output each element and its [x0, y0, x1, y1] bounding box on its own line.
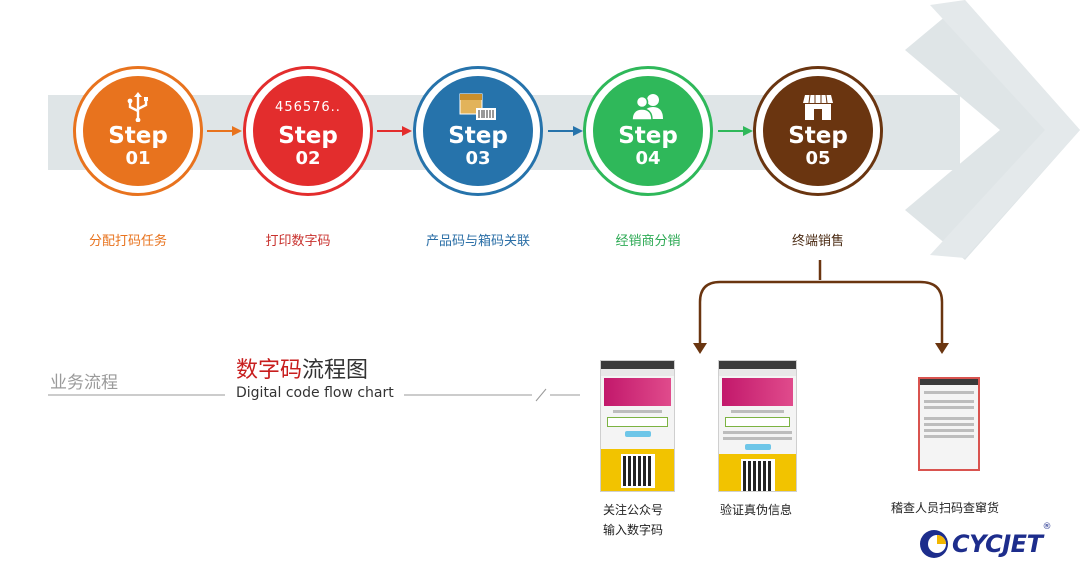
section-category: 业务流程	[50, 373, 118, 393]
caption-follow: 关注公众号 输入数字码	[603, 500, 663, 540]
section-subtitle: Digital code flow chart	[236, 385, 394, 401]
branch-arrowhead-right	[935, 343, 949, 354]
step-03-circle: Step 03	[413, 66, 543, 196]
step-01-circle: Step 01	[73, 66, 203, 196]
step-03-number: 03	[465, 148, 491, 169]
step-03-word: Step	[448, 123, 508, 149]
step-02-number: 02	[295, 148, 321, 169]
divider-slash	[535, 388, 547, 402]
storefront-icon	[802, 90, 834, 124]
step-02-label: 打印数字码	[265, 234, 331, 249]
step-04-word: Step	[618, 123, 678, 149]
connector-1-2	[207, 126, 242, 136]
step-05-label: 终端销售	[791, 234, 844, 249]
step-01-word: Step	[108, 123, 168, 149]
caption-follow-line2: 输入数字码	[603, 523, 664, 537]
section-title-highlight: 数字码	[236, 358, 303, 383]
usb-icon	[126, 90, 150, 124]
users-icon	[631, 90, 665, 124]
connector-2-3	[377, 126, 412, 136]
chevron-right-edge	[930, 0, 1080, 258]
step-04-label: 经销商分销	[615, 234, 681, 249]
section-title-rest: 流程图	[302, 358, 369, 383]
connector-3-4	[548, 126, 583, 136]
brand-registered-mark: ®	[1042, 522, 1052, 532]
step-02-word: Step	[278, 123, 338, 149]
caption-inspect: 稽查人员扫码查窜货	[891, 501, 1000, 515]
digits-icon: 456576..	[275, 99, 341, 115]
section-title: 数字码流程图	[236, 352, 368, 384]
phone-screenshot-follow	[600, 360, 675, 492]
caption-follow-line1: 关注公众号	[603, 503, 664, 517]
step-01-number: 01	[125, 148, 151, 169]
step-05-number: 05	[805, 148, 831, 169]
big-chevron-arrow	[905, 0, 1080, 260]
step-04-circle: Step 04	[583, 66, 713, 196]
step-02-circle: 456576.. Step 02	[243, 66, 373, 196]
caption-verify: 验证真伪信息	[720, 503, 793, 517]
phone-screenshot-verify	[718, 360, 797, 492]
step-03-label: 产品码与箱码关联	[425, 234, 530, 249]
step-05-word: Step	[788, 123, 848, 149]
cycjet-logo-mark-icon	[920, 530, 948, 558]
box-barcode-icon	[458, 90, 498, 124]
branch-arrowhead-left	[693, 343, 707, 354]
step-05-circle: Step 05	[753, 66, 883, 196]
branch-arrows	[698, 260, 944, 345]
step-01-label: 分配打码任务	[88, 234, 167, 249]
connector-4-5	[718, 126, 753, 136]
cycjet-logo: CYCJET ®	[918, 522, 1051, 562]
step-04-number: 04	[635, 148, 661, 169]
phone-screenshot-inspect	[918, 377, 980, 471]
brand-name: CYCJET	[952, 530, 1043, 558]
